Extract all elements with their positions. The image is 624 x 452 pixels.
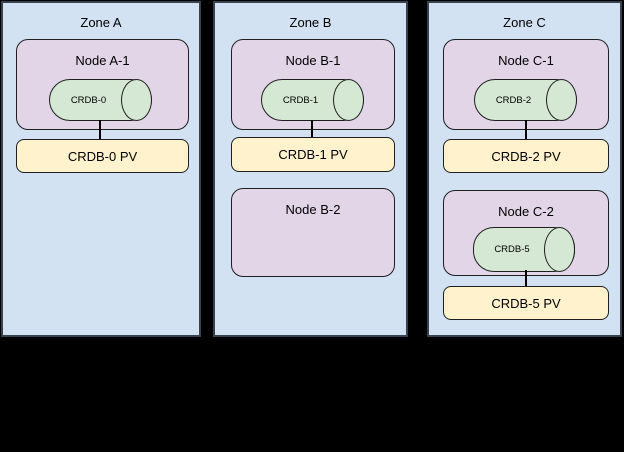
database-cylinder-crdb-0: CRDB-0: [49, 79, 152, 121]
node-c-2: Node C-2 CRDB-5: [443, 190, 609, 276]
node-b-1: Node B-1 CRDB-1: [231, 39, 395, 130]
crdb-2-pv-label: CRDB-2 PV: [491, 148, 561, 164]
crdb-5-label: CRDB-5: [494, 244, 530, 255]
node-b-2: Node B-2: [231, 188, 395, 277]
pv-box-crdb-0: CRDB-0 PV: [16, 139, 189, 173]
connector-crdb-5-to-pv: [525, 270, 527, 286]
crdb-1-label: CRDB-1: [282, 94, 319, 106]
node-c-1-label: Node C-1: [498, 53, 554, 68]
node-b-2-label: Node B-2: [285, 202, 341, 217]
pv-box-crdb-2: CRDB-2 PV: [443, 139, 609, 173]
node-b-1-label: Node B-1: [285, 53, 341, 68]
crdb-1-pv-label: CRDB-1 PV: [278, 147, 348, 162]
connector-crdb-2-to-pv: [525, 120, 527, 139]
crdb-2-label: CRDB-2: [495, 94, 532, 106]
crdb-0-label: CRDB-0: [70, 94, 107, 106]
zone-b: Zone B Node B-1 CRDB-1 CRDB-1 PV Node B-…: [213, 1, 408, 337]
database-cylinder-crdb-1: CRDB-1: [261, 79, 364, 121]
connector-crdb-1-to-pv: [311, 120, 313, 137]
pv-box-crdb-1: CRDB-1 PV: [231, 137, 395, 172]
zone-a-label: Zone A: [80, 15, 122, 30]
node-a-1-label: Node A-1: [75, 53, 130, 68]
connector-crdb-0-to-pv: [99, 120, 101, 139]
zone-b-label: Zone B: [289, 15, 332, 30]
zone-c-label: Zone C: [503, 15, 546, 30]
zone-a: Zone A Node A-1 CRDB-0 CRDB-0 PV: [1, 1, 201, 337]
node-c-1: Node C-1 CRDB-2: [443, 39, 609, 130]
cylinder-cap-icon: [333, 79, 364, 121]
node-a-1: Node A-1 CRDB-0: [16, 39, 189, 130]
node-c-2-label: Node C-2: [498, 204, 554, 219]
pv-box-crdb-5: CRDB-5 PV: [443, 286, 609, 320]
database-cylinder-crdb-5: CRDB-5: [473, 227, 575, 272]
cylinder-cap-icon: [544, 227, 575, 272]
cylinder-cap-icon: [121, 79, 152, 121]
zone-c: Zone C Node C-1 CRDB-2 CRDB-2 PV Node C-…: [427, 1, 622, 337]
crdb-0-pv-label: CRDB-0 PV: [67, 148, 138, 164]
cylinder-cap-icon: [546, 79, 577, 121]
crdb-5-pv-label: CRDB-5 PV: [491, 295, 561, 311]
database-cylinder-crdb-2: CRDB-2: [474, 79, 577, 121]
